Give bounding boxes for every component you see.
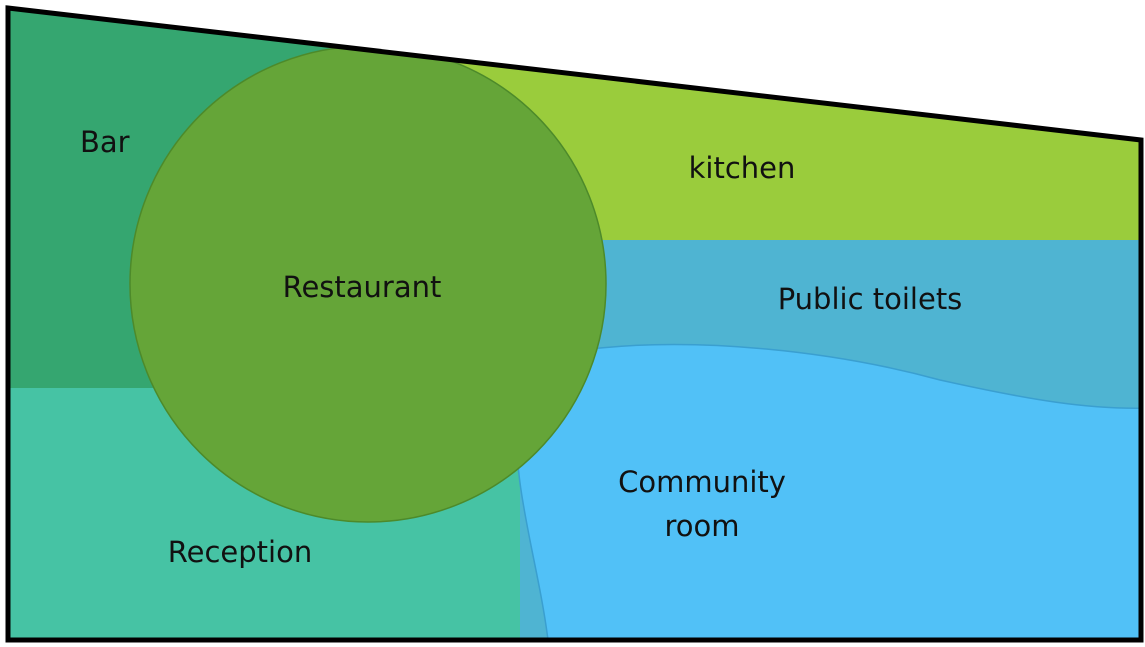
public-toilets-label: Public toilets: [778, 282, 963, 316]
kitchen-label: kitchen: [689, 151, 796, 185]
building-outline: [5, 5, 1144, 643]
restaurant-label: Restaurant: [283, 270, 442, 304]
community-room-area: [515, 343, 1141, 640]
reception-label: Reception: [168, 535, 312, 569]
bar-label: Bar: [80, 125, 130, 159]
community-room-label-line2: room: [664, 509, 739, 543]
community-room-label-line1: Community: [618, 465, 786, 499]
